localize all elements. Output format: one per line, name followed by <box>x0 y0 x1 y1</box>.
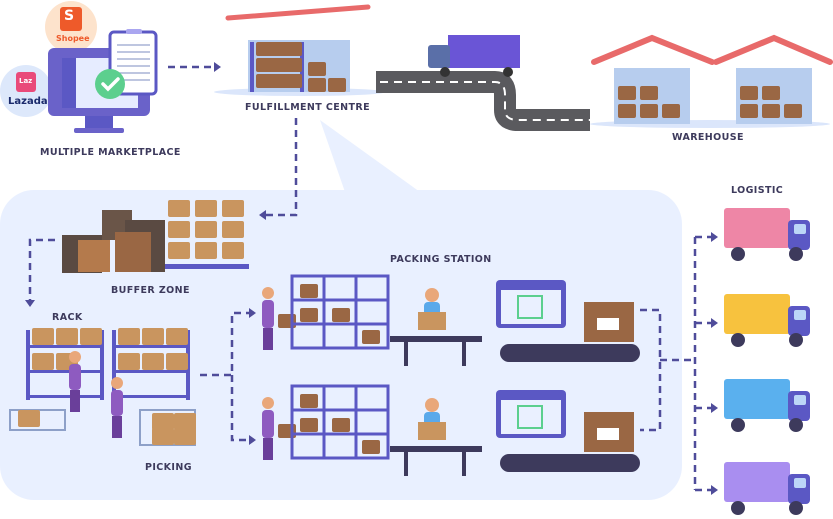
packing-station-label: PACKING STATION <box>390 254 492 265</box>
packing-row-1 <box>262 274 640 366</box>
lazada-heart-icon <box>16 72 36 92</box>
warehouse-label: WAREHOUSE <box>672 132 744 143</box>
rack-illustration <box>9 328 196 446</box>
picking-label: PICKING <box>145 462 192 473</box>
warehouse-illustration <box>590 34 833 128</box>
road-illustration <box>376 35 590 131</box>
logistic-label: LOGISTIC <box>731 185 784 196</box>
packing-row-2 <box>262 384 640 476</box>
picker-worker-icon <box>111 390 123 416</box>
arrow-heads <box>25 62 718 495</box>
marketplace-illustration <box>0 1 158 133</box>
check-icon <box>95 69 125 99</box>
marketplace-label: MULTIPLE MARKETPLACE <box>40 147 181 158</box>
shopee-logo-text: Shopee <box>56 34 90 43</box>
fulfillment-centre-label: FULFILLMENT CENTRE <box>245 102 370 113</box>
lazada-icon-text: Laz <box>19 77 33 85</box>
conveyor-icon <box>500 344 640 362</box>
truck-purple-icon <box>724 462 810 515</box>
shopee-bag-icon <box>60 7 82 31</box>
rack-label: RACK <box>52 312 83 323</box>
lazada-logo-text: Lazada <box>8 96 48 107</box>
truck-yellow-icon <box>724 294 810 347</box>
buffer-zone-illustration <box>62 200 249 273</box>
delivery-truck-icon <box>448 35 520 68</box>
truck-blue-icon <box>724 379 810 432</box>
buffer-zone-label: BUFFER ZONE <box>111 285 190 296</box>
fulfillment-centre-illustration <box>214 4 386 96</box>
shopee-icon-letter: S <box>64 8 75 24</box>
picker-worker-icon <box>69 364 81 390</box>
flow-arrows <box>28 65 712 492</box>
truck-pink-icon <box>724 208 810 261</box>
